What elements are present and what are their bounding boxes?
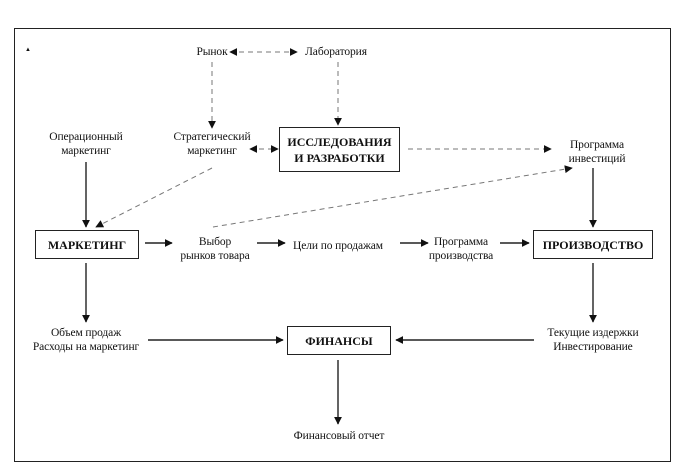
node-sales-volume: Объем продаж Расходы на маркетинг <box>33 326 139 354</box>
node-label: МАРКЕТИНГ <box>47 237 127 252</box>
node-laboratory: Лаборатория <box>305 46 367 58</box>
node-finance-box: ФИНАНСЫ <box>287 326 391 355</box>
edge-strategic-marketing-to-marketing <box>95 167 213 228</box>
diagram-frame <box>14 28 671 462</box>
node-line: ИССЛЕДОВАНИЯ <box>287 134 392 149</box>
node-line: Выбор <box>198 236 232 248</box>
node-line: Операционный <box>49 131 123 143</box>
node-strategic-marketing: Стратегический маркетинг <box>173 130 250 158</box>
node-line: Программа <box>433 236 489 248</box>
node-line: Текущие издержки <box>547 327 639 339</box>
node-line: Стратегический <box>173 131 251 143</box>
node-operational-marketing: Операционный маркетинг <box>49 130 123 158</box>
node-current-costs: Текущие издержки Инвестирование <box>547 326 638 354</box>
node-line: производства <box>428 250 494 262</box>
node-line: инвестиций <box>568 153 626 165</box>
node-market: Рынок <box>196 46 228 58</box>
corner-mark-icon: ▲ <box>25 47 31 53</box>
node-line: маркетинг <box>187 145 237 157</box>
node-line: Объем продаж <box>50 327 122 339</box>
node-line: Расходы на маркетинг <box>32 341 140 353</box>
node-investment-program: Программа инвестиций <box>569 138 626 166</box>
node-marketing-box: МАРКЕТИНГ <box>35 230 139 259</box>
node-financial-report: Финансовый отчет <box>293 430 385 442</box>
node-production-box: ПРОИЗВОДСТВО <box>533 230 653 259</box>
node-line: Инвестирование <box>553 341 633 353</box>
node-production-program: Программа производства <box>429 235 493 263</box>
node-sales-goals: Цели по продажам <box>293 240 383 252</box>
edge-market-selection-to-investment-program <box>212 165 573 228</box>
node-line: Программа <box>569 139 625 151</box>
node-line: рынков товара <box>180 250 250 262</box>
node-rnd-box: ИССЛЕДОВАНИЯ И РАЗРАБОТКИ <box>279 127 400 172</box>
node-label: ПРОИЗВОДСТВО <box>542 237 644 252</box>
node-line: маркетинг <box>61 145 111 157</box>
node-line: И РАЗРАБОТКИ <box>294 150 385 165</box>
node-market-selection: Выбор рынков товара <box>180 235 249 263</box>
node-label: ФИНАНСЫ <box>305 333 373 348</box>
